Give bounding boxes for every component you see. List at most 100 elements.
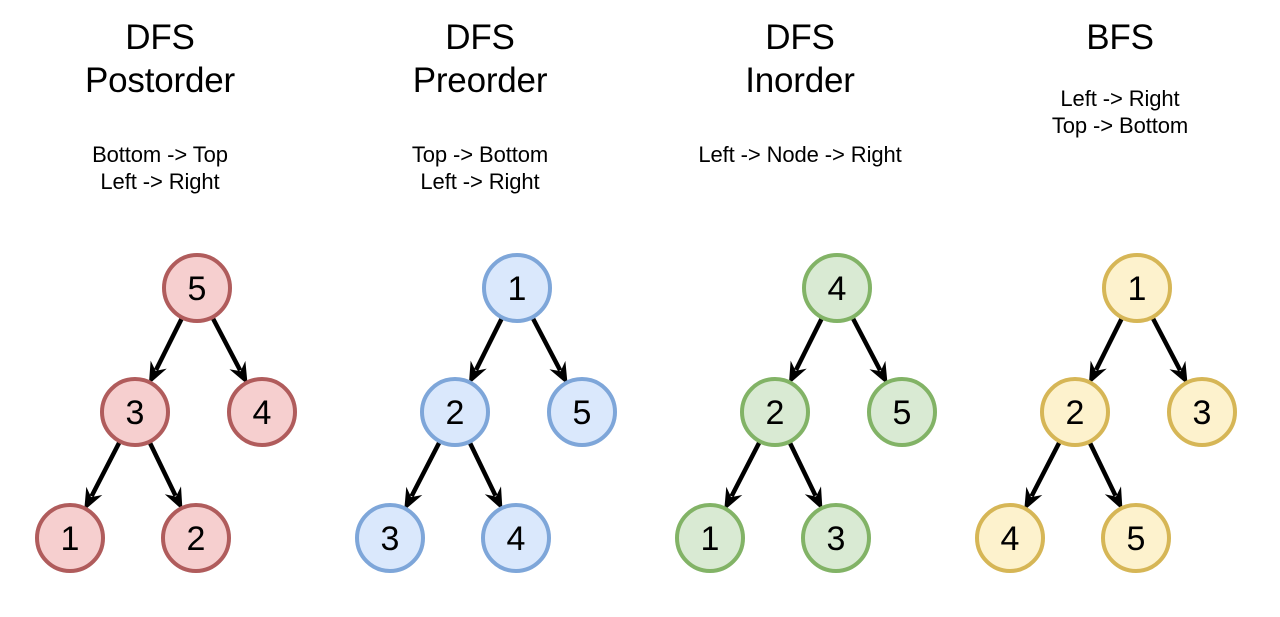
- node-value-label: 4: [253, 394, 272, 432]
- edge-line: [729, 441, 762, 498]
- edge-line: [1029, 441, 1062, 498]
- binary-tree-dfs-preorder: 1 2 5 3 4: [355, 253, 617, 573]
- arrow-head-icon: [404, 486, 423, 511]
- tree-node-dfs-postorder-root[interactable]: 5: [162, 253, 232, 323]
- tree-node-dfs-preorder-root[interactable]: 1: [482, 253, 552, 323]
- tree-node-bfs-lr[interactable]: 5: [1101, 503, 1171, 573]
- tree-edge-left-to-lr: [147, 441, 183, 511]
- node-value-label: 5: [573, 394, 592, 432]
- edge-line: [147, 441, 178, 497]
- tree-node-dfs-postorder-left[interactable]: 3: [100, 377, 170, 447]
- node-circle: [740, 377, 810, 447]
- column-subtitle-bfs: Left -> Right Top -> Bottom: [1051, 86, 1189, 138]
- tree-edge-root-to-right: [1150, 317, 1188, 385]
- tree-edge-left-to-ll: [724, 441, 762, 511]
- tree-edge-left-to-lr: [467, 441, 503, 511]
- edge-line: [474, 317, 504, 371]
- node-value-label: 3: [126, 394, 145, 432]
- tree-node-dfs-preorder-ll[interactable]: 3: [355, 503, 425, 573]
- edge-line: [1087, 441, 1118, 497]
- tree-edge-root-to-left: [788, 317, 824, 385]
- tree-edges: [1024, 317, 1188, 511]
- arrow-head-icon: [1104, 486, 1123, 511]
- tree-node-dfs-inorder-ll[interactable]: 1: [675, 503, 745, 573]
- tree-node-bfs-ll[interactable]: 4: [975, 503, 1045, 573]
- node-value-label: 1: [61, 520, 80, 558]
- arrow-head-icon: [869, 360, 888, 385]
- column-subtitle-dfs-postorder: Bottom -> Top Left -> Right: [92, 142, 228, 194]
- tree-node-dfs-preorder-left[interactable]: 2: [420, 377, 490, 447]
- arrow-head-icon: [1169, 360, 1188, 385]
- node-value-label: 4: [507, 520, 526, 558]
- edge-line: [210, 317, 243, 372]
- tree-node-dfs-postorder-ll[interactable]: 1: [35, 503, 105, 573]
- tree-edge-root-to-left: [148, 317, 184, 385]
- node-circle: [1102, 253, 1172, 323]
- arrow-head-icon: [788, 360, 807, 385]
- node-circle: [1040, 377, 1110, 447]
- tree-node-dfs-postorder-right[interactable]: 4: [227, 377, 297, 447]
- tree-node-bfs-right[interactable]: 3: [1167, 377, 1237, 447]
- edge-line: [154, 317, 184, 371]
- tree-node-dfs-preorder-lr[interactable]: 4: [481, 503, 551, 573]
- node-circle: [420, 377, 490, 447]
- binary-tree-dfs-inorder: 4 2 5 1 3: [675, 253, 937, 573]
- node-circle: [975, 503, 1045, 573]
- tree-node-bfs-root[interactable]: 1: [1102, 253, 1172, 323]
- tree-node-dfs-preorder-right[interactable]: 5: [547, 377, 617, 447]
- node-value-label: 1: [701, 520, 720, 558]
- arrow-head-icon: [164, 486, 183, 511]
- node-circle: [482, 253, 552, 323]
- node-circle: [867, 377, 937, 447]
- tree-edge-left-to-ll: [1024, 441, 1062, 511]
- node-value-label: 5: [188, 270, 207, 308]
- tree-edge-left-to-lr: [787, 441, 823, 511]
- arrow-head-icon: [549, 360, 568, 385]
- edge-line: [787, 441, 818, 497]
- node-circle: [801, 503, 871, 573]
- column-subtitle-dfs-inorder: Left -> Node -> Right: [698, 142, 902, 167]
- tree-node-dfs-inorder-lr[interactable]: 3: [801, 503, 871, 573]
- arrow-head-icon: [1088, 360, 1107, 385]
- node-value-label: 4: [828, 270, 847, 308]
- tree-edge-left-to-lr: [1087, 441, 1123, 511]
- edge-line: [89, 441, 122, 498]
- node-value-label: 5: [893, 394, 912, 432]
- edge-line: [530, 317, 563, 372]
- node-circle: [100, 377, 170, 447]
- tree-edge-root-to-left: [468, 317, 504, 385]
- node-value-label: 2: [187, 520, 206, 558]
- arrow-head-icon: [84, 486, 103, 511]
- tree-edge-root-to-right: [210, 317, 248, 385]
- arrow-head-icon: [724, 486, 743, 511]
- node-value-label: 1: [1128, 270, 1147, 308]
- node-value-label: 3: [1193, 394, 1212, 432]
- arrow-head-icon: [484, 486, 503, 511]
- node-value-label: 3: [827, 520, 846, 558]
- binary-tree-dfs-postorder: 5 3 4 1 2: [35, 253, 297, 573]
- tree-node-dfs-inorder-left[interactable]: 2: [740, 377, 810, 447]
- arrow-head-icon: [804, 486, 823, 511]
- edge-line: [467, 441, 498, 497]
- edge-line: [794, 317, 824, 371]
- node-circle: [161, 503, 231, 573]
- tree-node-dfs-inorder-right[interactable]: 5: [867, 377, 937, 447]
- tree-node-dfs-inorder-root[interactable]: 4: [802, 253, 872, 323]
- node-circle: [675, 503, 745, 573]
- tree-node-bfs-left[interactable]: 2: [1040, 377, 1110, 447]
- node-circle: [162, 253, 232, 323]
- edge-line: [1150, 317, 1183, 372]
- edge-line: [850, 317, 883, 372]
- tree-edge-root-to-right: [530, 317, 568, 385]
- arrow-head-icon: [148, 360, 167, 385]
- column-title-dfs-postorder: DFS Postorder: [85, 18, 235, 100]
- tree-edges: [724, 317, 888, 511]
- node-value-label: 3: [381, 520, 400, 558]
- node-value-label: 2: [1066, 394, 1085, 432]
- tree-node-dfs-postorder-lr[interactable]: 2: [161, 503, 231, 573]
